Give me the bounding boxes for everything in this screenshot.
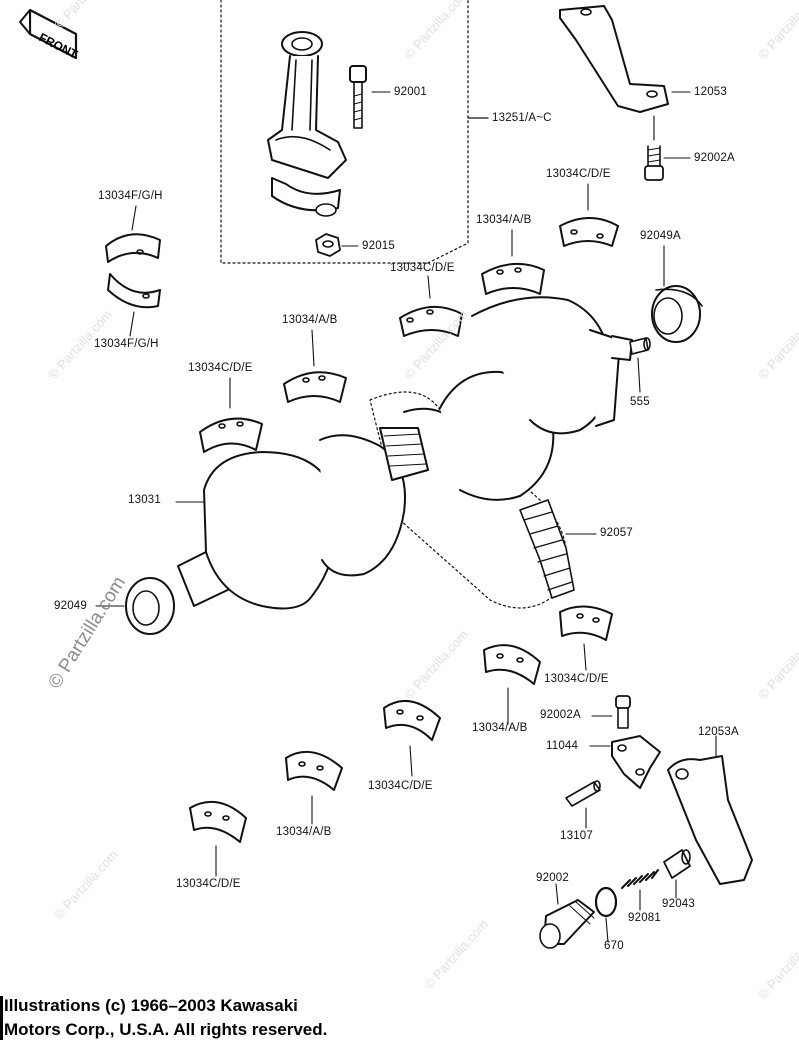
bearing-shell-13034CDE-r1-icon xyxy=(559,217,619,247)
bearing-shell-13034CDE-m-icon xyxy=(383,700,441,741)
pin-13107-icon xyxy=(565,780,601,807)
pushrod-92043-icon xyxy=(663,849,691,879)
label-13034CDE-r3: 13034C/D/E xyxy=(544,673,609,685)
copyright-bar xyxy=(0,996,3,1040)
bearing-shell-13034FGH-bottom-icon xyxy=(107,273,161,309)
label-13034FGH-bottom: 13034F/G/H xyxy=(94,338,159,350)
bearing-shell-13034FGH-top-icon xyxy=(105,233,161,263)
connecting-rod-icon xyxy=(267,31,347,217)
copyright-notice: Illustrations (c) 1966–2003 Kawasaki Mot… xyxy=(0,994,328,1042)
label-92002: 92002 xyxy=(536,872,569,884)
svg-text:© Partzilla.com: © Partzilla.com xyxy=(755,627,799,702)
copyright-line-2: Motors Corp., U.S.A. All rights reserved… xyxy=(4,1020,328,1039)
label-92049A: 92049A xyxy=(640,230,681,242)
label-92001: 92001 xyxy=(394,86,427,98)
watermark-main: © Partzilla.com xyxy=(44,573,130,693)
bearing-shell-13034AB-r3-icon xyxy=(483,644,541,685)
plug-92002-icon xyxy=(539,899,595,949)
connecting-rod-group-box xyxy=(220,0,469,264)
bearing-shell-13034AB-r2-icon xyxy=(283,371,347,403)
crankshaft-13031-icon xyxy=(177,296,633,610)
front-arrow-icon: FRONT xyxy=(19,8,80,62)
nut-92015-icon xyxy=(315,233,341,257)
label-555: 555 xyxy=(630,396,650,408)
label-13251: 13251/A~C xyxy=(492,112,552,124)
label-92057: 92057 xyxy=(600,527,633,539)
label-92002A-low: 92002A xyxy=(540,709,581,721)
bearing-shell-13034CDE-r3-icon xyxy=(559,605,613,641)
label-13034FGH-top: 13034F/G/H xyxy=(98,190,163,202)
label-13034AB-m: 13034/A/B xyxy=(276,826,332,838)
label-92081: 92081 xyxy=(628,912,661,924)
label-13034AB-r2: 13034/A/B xyxy=(282,314,338,326)
label-13031: 13031 xyxy=(128,494,161,506)
svg-text:© Partzilla.com: © Partzilla.com xyxy=(51,0,121,32)
bolt-92002A-top-icon xyxy=(644,145,664,181)
label-12053: 12053 xyxy=(694,86,727,98)
label-13034AB-r3: 13034/A/B xyxy=(472,722,528,734)
svg-text:© Partzilla.com: © Partzilla.com xyxy=(755,927,799,1002)
pin-555-icon xyxy=(629,337,651,355)
label-12053A: 12053A xyxy=(698,726,739,738)
label-13034CDE-l1: 13034C/D/E xyxy=(188,362,253,374)
bearing-shell-13034CDE-r2-icon xyxy=(399,305,463,337)
guide-11044-icon xyxy=(611,735,661,789)
svg-text:© Partzilla.com: © Partzilla.com xyxy=(421,917,491,992)
label-92002A-top: 92002A xyxy=(694,152,735,164)
tensioner-12053A-icon xyxy=(667,755,753,885)
chain-92057-icon xyxy=(519,499,575,599)
svg-text:© Partzilla.com: © Partzilla.com xyxy=(755,0,799,62)
bolt-92001-icon xyxy=(349,65,367,129)
label-670: 670 xyxy=(604,940,624,952)
label-13034CDE-r1: 13034C/D/E xyxy=(546,168,611,180)
bolt-92002A-low-icon xyxy=(615,695,631,729)
o-ring-670-icon xyxy=(594,886,618,918)
label-92015: 92015 xyxy=(362,240,395,252)
bearing-shell-13034CDE-l1-icon xyxy=(199,417,263,453)
label-13107: 13107 xyxy=(560,830,593,842)
oil-seal-92049-icon xyxy=(125,577,175,635)
label-11044: 11044 xyxy=(546,740,579,752)
svg-text:© Partzilla.com: © Partzilla.com xyxy=(755,307,799,382)
copyright-line-1: Illustrations (c) 1966–2003 Kawasaki xyxy=(4,996,298,1015)
label-13034CDE-m: 13034C/D/E xyxy=(368,780,433,792)
oil-seal-92049A-icon xyxy=(651,285,703,343)
bearing-shell-13034AB-r1-icon xyxy=(481,262,545,295)
bearing-shell-13034CDE-bl-icon xyxy=(189,801,247,843)
svg-text:© Partzilla.com: © Partzilla.com xyxy=(51,847,121,922)
label-13034CDE-bl: 13034C/D/E xyxy=(176,878,241,890)
spring-92081-icon xyxy=(621,869,659,889)
bearing-shell-13034AB-m-icon xyxy=(285,751,343,791)
svg-text:© Partzilla.com: © Partzilla.com xyxy=(401,0,471,62)
label-92049: 92049 xyxy=(54,600,87,612)
bracket-12053-icon xyxy=(559,5,669,113)
label-13034CDE-r2: 13034C/D/E xyxy=(390,262,455,274)
svg-text:© Partzilla.com: © Partzilla.com xyxy=(401,627,471,702)
label-92043: 92043 xyxy=(662,898,695,910)
label-13034AB-r1: 13034/A/B xyxy=(476,214,532,226)
